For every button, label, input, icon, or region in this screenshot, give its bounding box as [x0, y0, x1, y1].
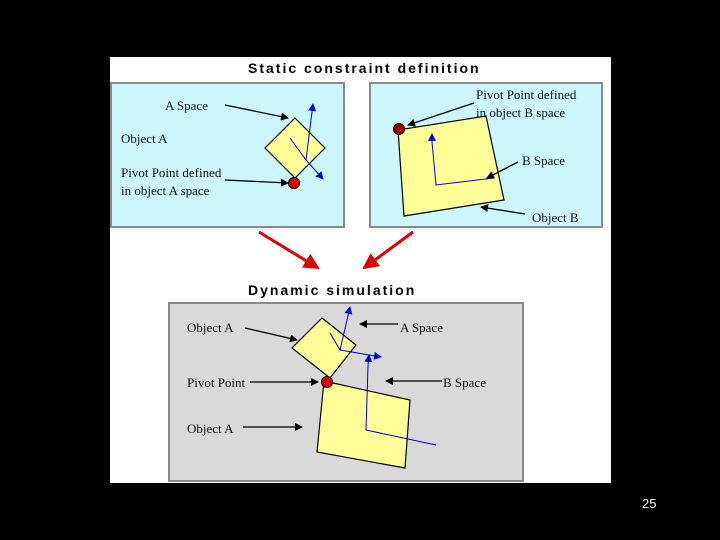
dynamic-object-b-box [316, 380, 411, 469]
pivot-a-label-line1: Pivot Point defined [121, 165, 222, 180]
dynamic-b-space-label: B Space [443, 375, 486, 390]
page-number: 25 [642, 496, 657, 511]
object-b-label: Object B [532, 210, 579, 225]
pivot-b-label-line2: in object B space [476, 105, 566, 120]
a-space-axes-icon [289, 103, 324, 180]
b-space-label: B Space [522, 153, 565, 168]
pivot-a-label-line2: in object A space [121, 183, 210, 198]
static-title: Static constraint definition [248, 60, 481, 76]
dynamic-pivot-marker [321, 376, 333, 388]
dynamic-object-a-box [291, 317, 357, 379]
pivot-a-marker [288, 177, 300, 189]
object-b-box [397, 115, 505, 217]
pivot-b-label-line1: Pivot Point defined [476, 87, 577, 102]
pivot-b-marker [393, 123, 405, 135]
dynamic-a-space-label: A Space [400, 320, 443, 335]
dynamic-b-space-axes-icon [364, 354, 437, 446]
object-a-label: Object A [121, 131, 168, 146]
dynamic-a-space-axes-icon [329, 306, 382, 360]
b-space-axes-icon [428, 133, 495, 186]
dynamic-pivot-point-label: Pivot Point [187, 375, 246, 390]
dynamic-object-a-top-label: Object A [187, 320, 234, 335]
object-a-box [264, 117, 326, 179]
dynamic-title: Dynamic simulation [248, 282, 417, 298]
a-space-label: A Space [165, 98, 208, 113]
dynamic-object-a-bottom-label: Object A [187, 421, 234, 436]
